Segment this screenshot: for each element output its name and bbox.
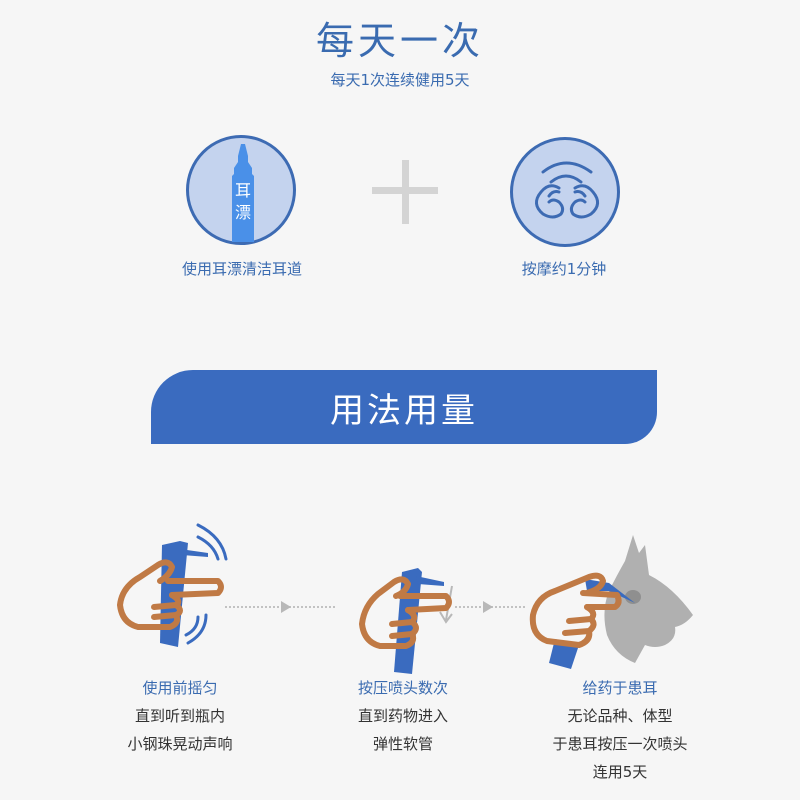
bottle-text: 漂 [234, 203, 251, 222]
page-title: 每天一次 [315, 19, 484, 63]
caption-line: 直到听到瓶内 [134, 707, 225, 725]
caption-shake: 使用前摇匀 直到听到瓶内 小钢珠晃动声响 [80, 674, 280, 758]
massage-hands-icon [535, 161, 599, 219]
caption-heading: 按压喷头数次 [357, 679, 448, 697]
caption-line: 于患耳按压一次喷头 [552, 735, 688, 753]
ear-cleaner-bottle-icon [232, 144, 254, 242]
bottle-text: 耳 [234, 181, 251, 200]
step-label-massage: 按摩约1分钟 [521, 260, 607, 278]
caption-line: 直到药物进入 [357, 707, 448, 725]
step-arrow [455, 601, 525, 618]
press-nozzle-hand-icon [359, 568, 453, 674]
shake-step-illustration [110, 515, 240, 655]
page-subtitle: 每天1次连续健用5天 [330, 71, 470, 89]
caption-heading: 使用前摇匀 [142, 679, 218, 697]
caption-heading: 给药于患耳 [582, 679, 658, 697]
banner-label: 用法用量 [330, 390, 478, 431]
caption-line: 连用5天 [592, 763, 648, 781]
usage-dosage-banner: 用法用量 [151, 370, 657, 444]
caption-line: 小钢珠晃动声响 [127, 735, 233, 753]
apply-to-dog-ear-icon [529, 535, 693, 669]
caption-line: 无论品种、体型 [567, 707, 673, 725]
press-step-illustration [350, 550, 470, 675]
caption-press: 按压喷头数次 直到药物进入 弹性软管 [303, 674, 503, 758]
caption-apply: 给药于患耳 无论品种、体型 于患耳按压一次喷头 连用5天 [510, 674, 730, 786]
step-arrow [225, 601, 335, 618]
shake-bottle-hand-icon [117, 523, 228, 647]
ear-cleaner-circle: 耳 漂 [186, 135, 296, 245]
caption-line: 弹性软管 [372, 735, 433, 753]
step-label-clean-ear: 使用耳漂清洁耳道 [181, 260, 302, 278]
massage-circle [510, 137, 620, 247]
apply-step-illustration [525, 535, 700, 675]
